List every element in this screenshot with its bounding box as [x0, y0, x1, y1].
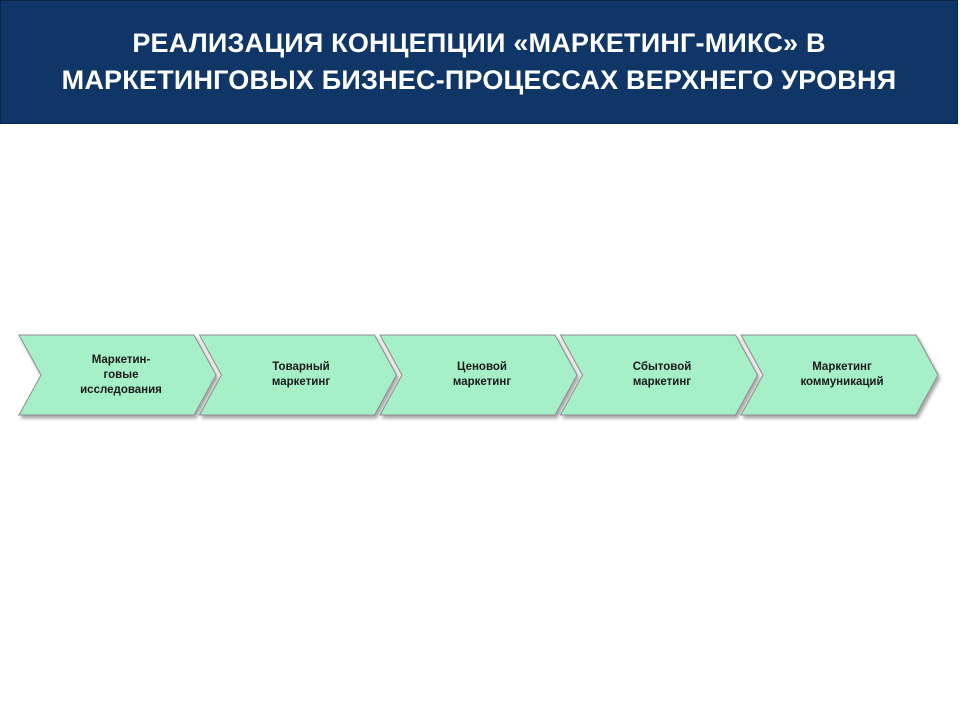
chevron-market-research — [18, 334, 217, 416]
title-bar: РЕАЛИЗАЦИЯ КОНЦЕПЦИИ «МАРКЕТИНГ-МИКС» В … — [0, 0, 958, 124]
chevron-sales-marketing — [559, 334, 759, 416]
step-label-communications-marketing: Маркетинг коммуникаций — [800, 361, 884, 388]
chevron-product-marketing — [198, 334, 398, 416]
chevron-price-marketing — [379, 334, 578, 416]
step-label-product-marketing: Товарный маркетинг — [271, 361, 331, 388]
step-label-sales-marketing: Сбытовой маркетинг — [632, 361, 692, 388]
step-label-market-research: Маркетин- говые исследования — [80, 353, 162, 396]
slide-title: РЕАЛИЗАЦИЯ КОНЦЕПЦИИ «МАРКЕТИНГ-МИКС» В … — [61, 28, 897, 95]
chevron-communications-marketing — [740, 334, 939, 416]
step-label-price-marketing: Ценовой маркетинг — [452, 361, 512, 388]
